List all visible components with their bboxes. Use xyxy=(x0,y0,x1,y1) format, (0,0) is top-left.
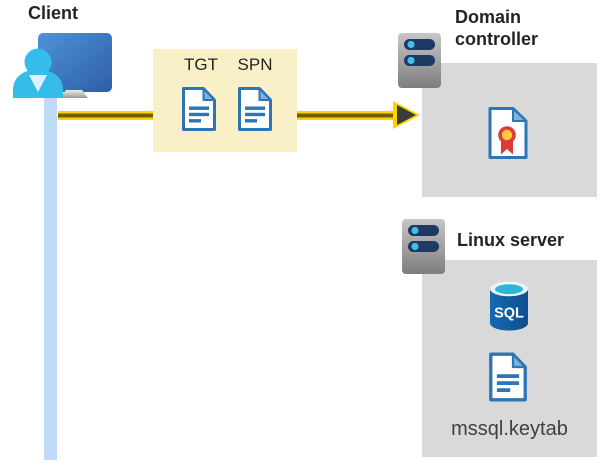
domain-controller-label: Domain controller xyxy=(455,7,539,49)
tgt-label: TGT xyxy=(184,55,218,74)
ticket-highlight-box: TGT SPN xyxy=(153,49,297,152)
linux-server-icon xyxy=(401,218,446,275)
client-user-computer-icon xyxy=(13,33,112,98)
linux-server-label: Linux server xyxy=(457,230,565,250)
monitor-stand xyxy=(60,90,88,98)
sql-database-icon: SQL xyxy=(490,281,528,331)
certificate-icon xyxy=(488,107,528,159)
tgt-document-icon xyxy=(181,87,217,131)
client-label: Client xyxy=(27,3,78,23)
spn-label: SPN xyxy=(237,55,273,74)
arrowhead-icon xyxy=(397,105,416,125)
certificate-ribbon xyxy=(501,140,513,155)
client-timeline-line xyxy=(44,96,57,460)
spn-document-icon xyxy=(237,87,273,131)
sql-icon-label: SQL xyxy=(494,306,524,322)
keytab-filename-label: mssql.keytab xyxy=(451,418,568,440)
person-head xyxy=(24,48,52,76)
person-collar xyxy=(29,75,47,92)
domain-controller-server-icon xyxy=(397,32,442,89)
keytab-document-icon xyxy=(488,352,528,402)
